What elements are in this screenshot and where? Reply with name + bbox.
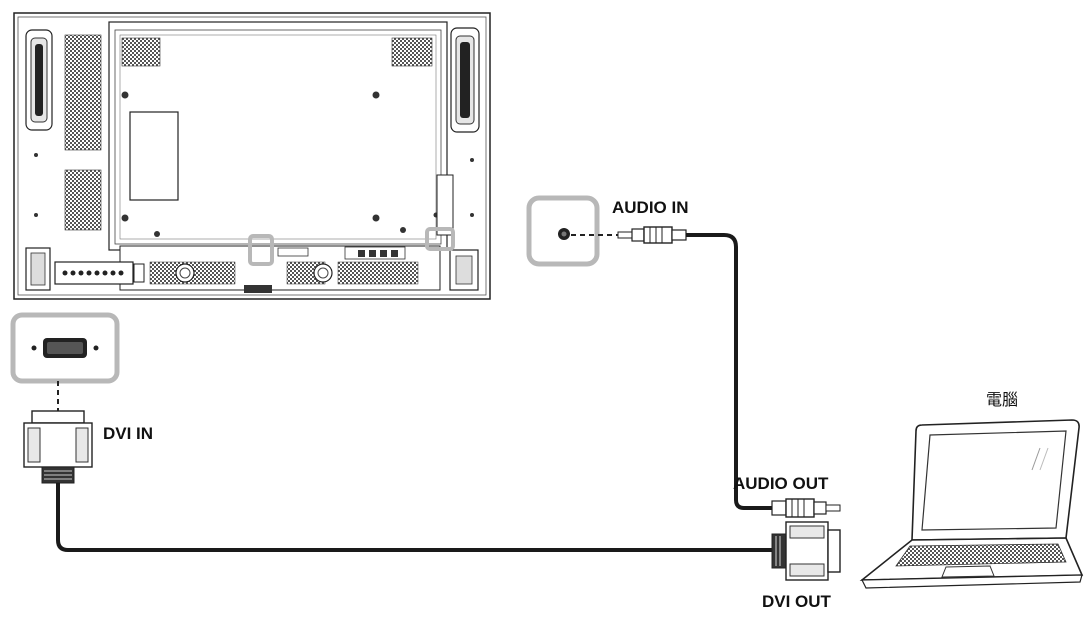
label-plate [129,111,179,201]
vent-mesh-top-left [121,37,161,67]
vent-mesh-top-right [391,37,433,67]
dvi-out-label: DVI OUT [762,592,831,611]
dvi-in-port-callout [10,312,120,384]
audio-out-label: AUDIO OUT [733,474,829,493]
handle-left [25,29,53,131]
monitor-dvi-port-highlight [248,234,274,266]
audio-out-plug [771,498,841,518]
computer-label: 電腦 [986,390,1019,409]
audio-in-port-callout [526,195,600,267]
vent-mesh-left-bottom [64,169,102,231]
foot-right [449,249,479,291]
display-monitor-rear [13,12,491,300]
side-rail [436,174,454,236]
handle-right [450,27,480,133]
control-board [25,247,145,291]
monitor-audio-port-highlight [425,227,455,251]
audio-cable [686,233,772,510]
dvi-out-plug [771,521,841,581]
io-strip [119,245,441,293]
dvi-cable [56,483,778,552]
audio-in-plug [617,226,687,244]
dvi-in-plug [23,410,93,484]
audio-in-label: AUDIO IN [612,198,689,217]
dvi-in-label: DVI IN [103,424,154,443]
vent-mesh-left-top [64,34,102,151]
laptop-computer [859,419,1084,589]
